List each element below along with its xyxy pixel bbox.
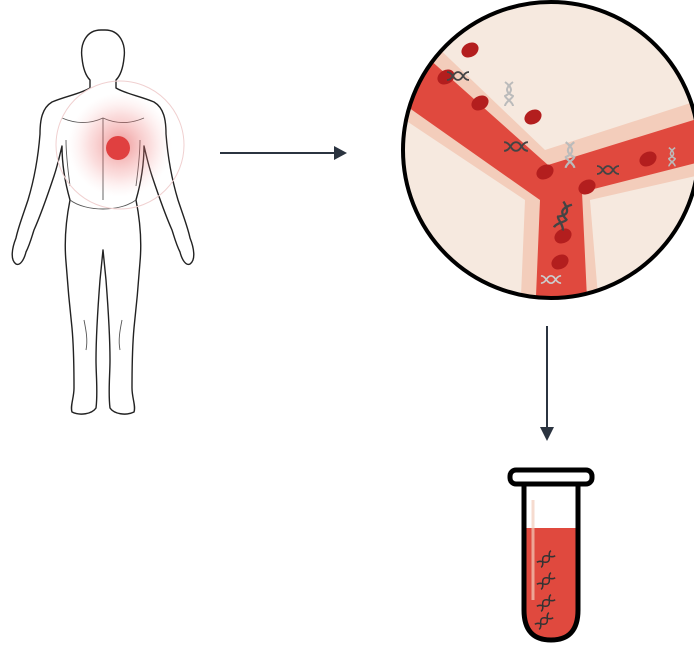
blood-test-tube-icon	[510, 470, 592, 648]
arrow-down-icon	[540, 326, 554, 441]
arrow-right-icon	[220, 146, 347, 160]
tube-rim	[510, 470, 592, 484]
blood-vessel-magnified-icon	[390, 0, 694, 320]
body-outline	[12, 30, 194, 414]
human-body-icon	[12, 30, 194, 414]
tumor-icon	[106, 136, 130, 160]
